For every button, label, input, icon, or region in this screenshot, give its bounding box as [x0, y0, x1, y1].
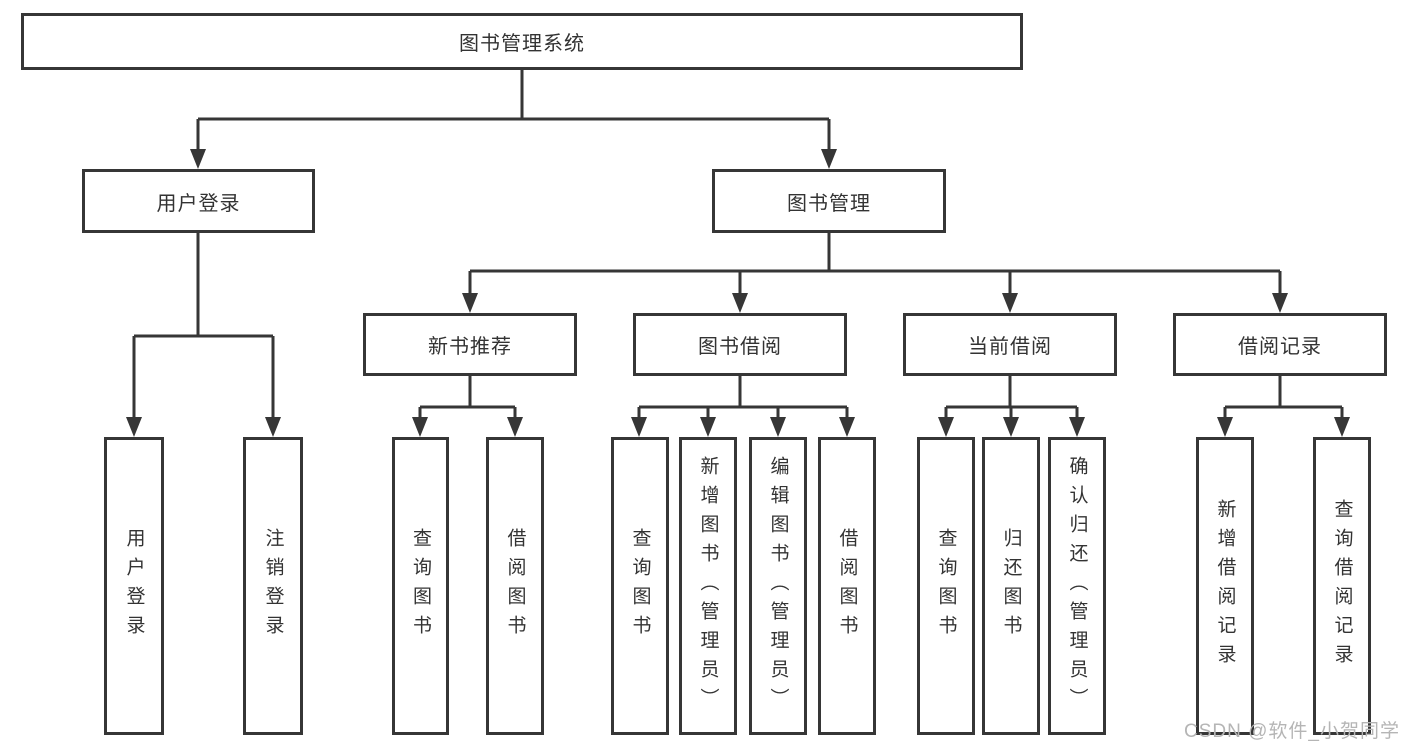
- leaf-logout-login: 注销登录: [243, 437, 303, 735]
- node-borrow-record: 借阅记录: [1173, 313, 1387, 376]
- node-label: 查询图书: [935, 528, 957, 644]
- node-book-management: 图书管理: [712, 169, 946, 233]
- csdn-watermark: CSDN @软件_小贺同学: [1184, 721, 1400, 742]
- leaf-add-book-admin: 新增图书（管理员）: [679, 437, 737, 735]
- leaf-query-book-borrow: 查询图书: [611, 437, 669, 735]
- node-label: 用户登录: [123, 528, 145, 644]
- node-new-book-recommend: 新书推荐: [363, 313, 577, 376]
- leaf-user-login: 用户登录: [104, 437, 164, 735]
- node-label: 新增借阅记录: [1214, 499, 1236, 673]
- node-label: 查询图书: [410, 528, 431, 644]
- node-label: 借阅图书: [836, 528, 858, 644]
- leaf-borrow-book: 借阅图书: [818, 437, 876, 735]
- leaf-confirm-return-admin: 确认归还（管理员）: [1048, 437, 1106, 735]
- node-label: 新增图书（管理员）: [697, 455, 719, 717]
- node-label: 注销登录: [262, 528, 284, 644]
- node-label: 借阅记录: [1238, 336, 1322, 358]
- leaf-return-book: 归还图书: [982, 437, 1040, 735]
- node-label: 图书管理: [787, 192, 871, 215]
- node-user-login: 用户登录: [82, 169, 315, 233]
- leaf-query-book-recommend: 查询图书: [392, 437, 449, 735]
- node-label: 当前借阅: [968, 336, 1052, 358]
- node-root-library-system: 图书管理系统: [21, 13, 1023, 70]
- node-label: 新书推荐: [428, 336, 512, 358]
- node-label: 图书借阅: [698, 336, 782, 358]
- node-label: 查询借阅记录: [1331, 499, 1353, 673]
- node-label: 查询图书: [629, 528, 651, 644]
- node-label: 确认归还（管理员）: [1066, 455, 1088, 717]
- leaf-query-book-current: 查询图书: [917, 437, 975, 735]
- node-label: 归还图书: [1000, 528, 1022, 644]
- leaf-borrow-book-recommend: 借阅图书: [486, 437, 544, 735]
- node-label: 编辑图书（管理员）: [767, 455, 789, 717]
- node-label: 图书管理系统: [459, 33, 585, 55]
- node-label: 用户登录: [156, 192, 241, 215]
- leaf-query-borrow-record: 查询借阅记录: [1313, 437, 1371, 735]
- node-book-borrow: 图书借阅: [633, 313, 847, 376]
- leaf-add-borrow-record: 新增借阅记录: [1196, 437, 1254, 735]
- node-current-borrow: 当前借阅: [903, 313, 1117, 376]
- node-label: 借阅图书: [504, 528, 526, 644]
- leaf-edit-book-admin: 编辑图书（管理员）: [749, 437, 807, 735]
